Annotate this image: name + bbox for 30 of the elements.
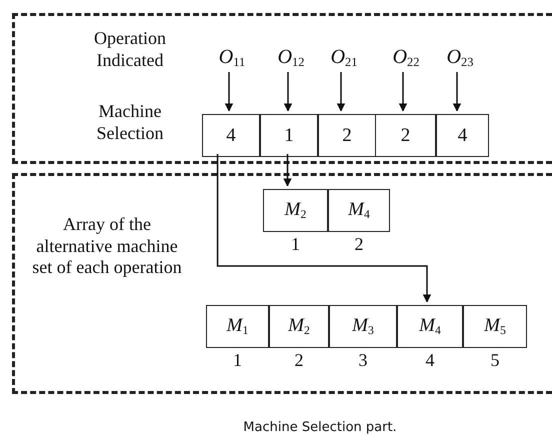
array-cell: 4 <box>436 114 489 157</box>
arrow <box>398 72 408 112</box>
index-number: 1 <box>232 350 243 371</box>
array-cell: 2 <box>375 114 436 157</box>
arrow <box>452 72 462 112</box>
arrow <box>283 154 292 186</box>
operation-label: O$_{22}$ <box>392 46 420 70</box>
index-number: 4 <box>424 350 436 371</box>
index-number: 1 <box>290 234 301 255</box>
region-label: Machine Selection <box>96 101 164 144</box>
arrow <box>284 72 292 112</box>
arrow <box>216 154 432 302</box>
dashed-region <box>12 13 552 164</box>
dashed-region <box>12 173 552 394</box>
region-label: Array of the alternative machine set of each operation <box>31 214 183 279</box>
operation-label: O$_{23}$ <box>446 46 474 70</box>
operation-label: O$_{11}$ <box>218 46 246 70</box>
arrow <box>336 72 346 112</box>
array-cell: 2 <box>318 114 376 157</box>
caption: Machine Selection part. <box>242 420 398 435</box>
operation-label: O$_{21}$ <box>330 46 358 70</box>
array-cell: 1 <box>260 114 318 157</box>
arrow <box>224 72 234 112</box>
index-number: 2 <box>354 234 364 255</box>
array-cell: 4 <box>202 114 260 157</box>
region-label: Operation Indicated <box>93 28 167 72</box>
index-number: 2 <box>294 350 304 371</box>
operation-label: O$_{12}$ <box>278 46 304 70</box>
index-number: 3 <box>358 350 368 371</box>
index-number: 5 <box>490 350 500 371</box>
